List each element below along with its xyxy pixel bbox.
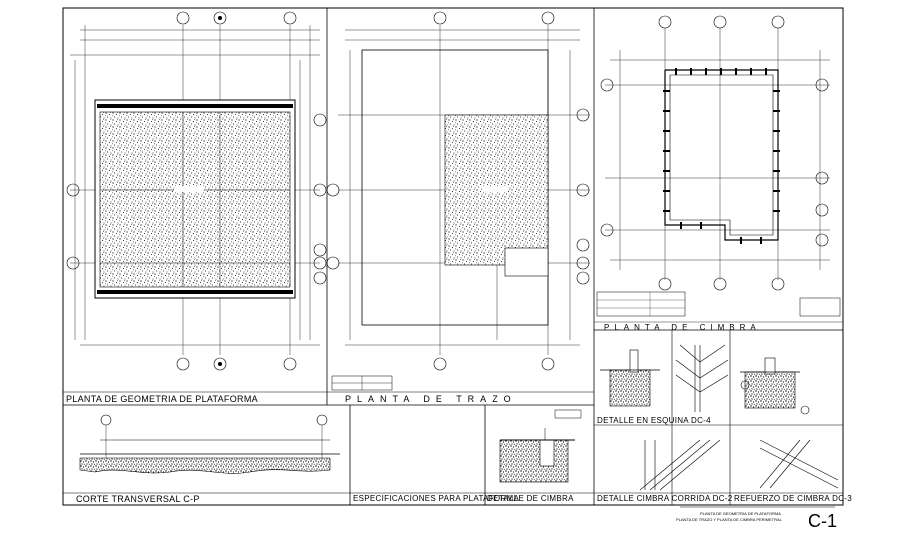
titleblock-line1: PLANTA DE GEOMETRIA DE PLATAFORMA xyxy=(700,511,781,516)
title-cimbra: PLANTA DE CIMBRA xyxy=(604,323,761,332)
title-detail-corrida: DETALLE CIMBRA CORRIDA DC-2 xyxy=(597,494,733,503)
titleblock-line2: PLANTA DE TRAZO Y PLANTA DE CIMBRA PERIM… xyxy=(676,517,782,522)
detail-refuerzo-drawing xyxy=(759,439,839,489)
platform-plan xyxy=(66,11,327,371)
detail-esquina-drawing xyxy=(675,344,729,412)
title-corte: CORTE TRANSVERSAL C-P xyxy=(76,494,200,504)
corte-section xyxy=(79,414,340,474)
detail-corrida-drawing xyxy=(639,439,721,491)
detail-cimbra-section xyxy=(600,349,660,407)
trazo-plan xyxy=(326,11,590,391)
sheet-frame xyxy=(62,7,844,506)
detalle-cimbra-drawing xyxy=(499,409,582,483)
title-specs: ESPECIFICACIONES PARA PLATAFORMA xyxy=(353,494,520,503)
cimbra-plan xyxy=(596,15,841,317)
title-refuerzo: REFUERZO DE CIMBRA DC-3 xyxy=(734,494,853,503)
detail-refuerzo-section xyxy=(740,357,810,415)
title-platform: PLANTA DE GEOMETRIA DE PLATAFORMA xyxy=(66,394,258,404)
title-detail-cimbra: DETALLE DE CIMBRA xyxy=(487,494,574,503)
title-detail-esquina: DETALLE EN ESQUINA DC-4 xyxy=(597,416,711,425)
sheet-id: C-1 xyxy=(808,511,838,531)
title-trazo: PLANTA DE TRAZO xyxy=(345,394,517,404)
